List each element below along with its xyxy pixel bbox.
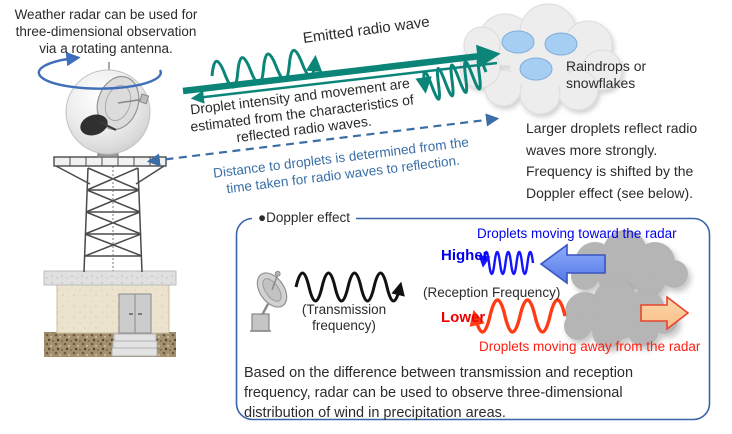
lower-label: Lower: [441, 309, 486, 326]
doppler-box-title: ●Doppler effect: [252, 209, 356, 226]
transmission-wave-icon: [294, 271, 405, 303]
emitted-beam-arrow: [182, 44, 501, 95]
dish-antenna: [96, 75, 150, 131]
radar-tower-icon: [37, 51, 177, 357]
reflected-wave-icon: [415, 56, 488, 101]
door: [118, 293, 152, 334]
doppler-summary: Based on the difference between transmis…: [244, 365, 634, 421]
intro-note: Weather radar can be used for three-dime…: [14, 7, 198, 56]
distance-arrow: [146, 113, 500, 167]
lattice-tower: [55, 150, 165, 273]
doppler-box-border: [235, 217, 711, 421]
side-note: Larger droplets reflect radio waves more…: [526, 120, 698, 201]
steps: [111, 333, 158, 357]
higher-frequency-wave-icon: [478, 250, 535, 276]
reflected-beam-arrow: [190, 61, 498, 104]
radar-dish-icon: [250, 270, 288, 332]
rotation-arrow-icon: [37, 51, 162, 90]
reception-frequency-label: (Reception Frequency): [423, 285, 561, 300]
raindrop-ovals: [501, 30, 578, 81]
right-block-arrow-icon: [640, 295, 690, 331]
roof-slab: [43, 270, 177, 286]
left-block-arrow-icon: [539, 243, 606, 285]
lower-frequency-wave-icon: [469, 298, 567, 334]
away-from-radar-label: Droplets moving away from the radar: [479, 339, 701, 354]
cloud-label: Raindrops or snowflakes: [566, 58, 647, 91]
droplet-cloud-toward-icon: [571, 230, 688, 298]
droplet-cloud-away-icon: [564, 280, 678, 348]
radome: [65, 62, 151, 155]
higher-label: Higher: [441, 247, 489, 264]
building: [56, 284, 170, 334]
transmission-frequency-label: (Transmission frequency): [301, 302, 387, 333]
toward-radar-label: Droplets moving toward the radar: [477, 226, 677, 241]
